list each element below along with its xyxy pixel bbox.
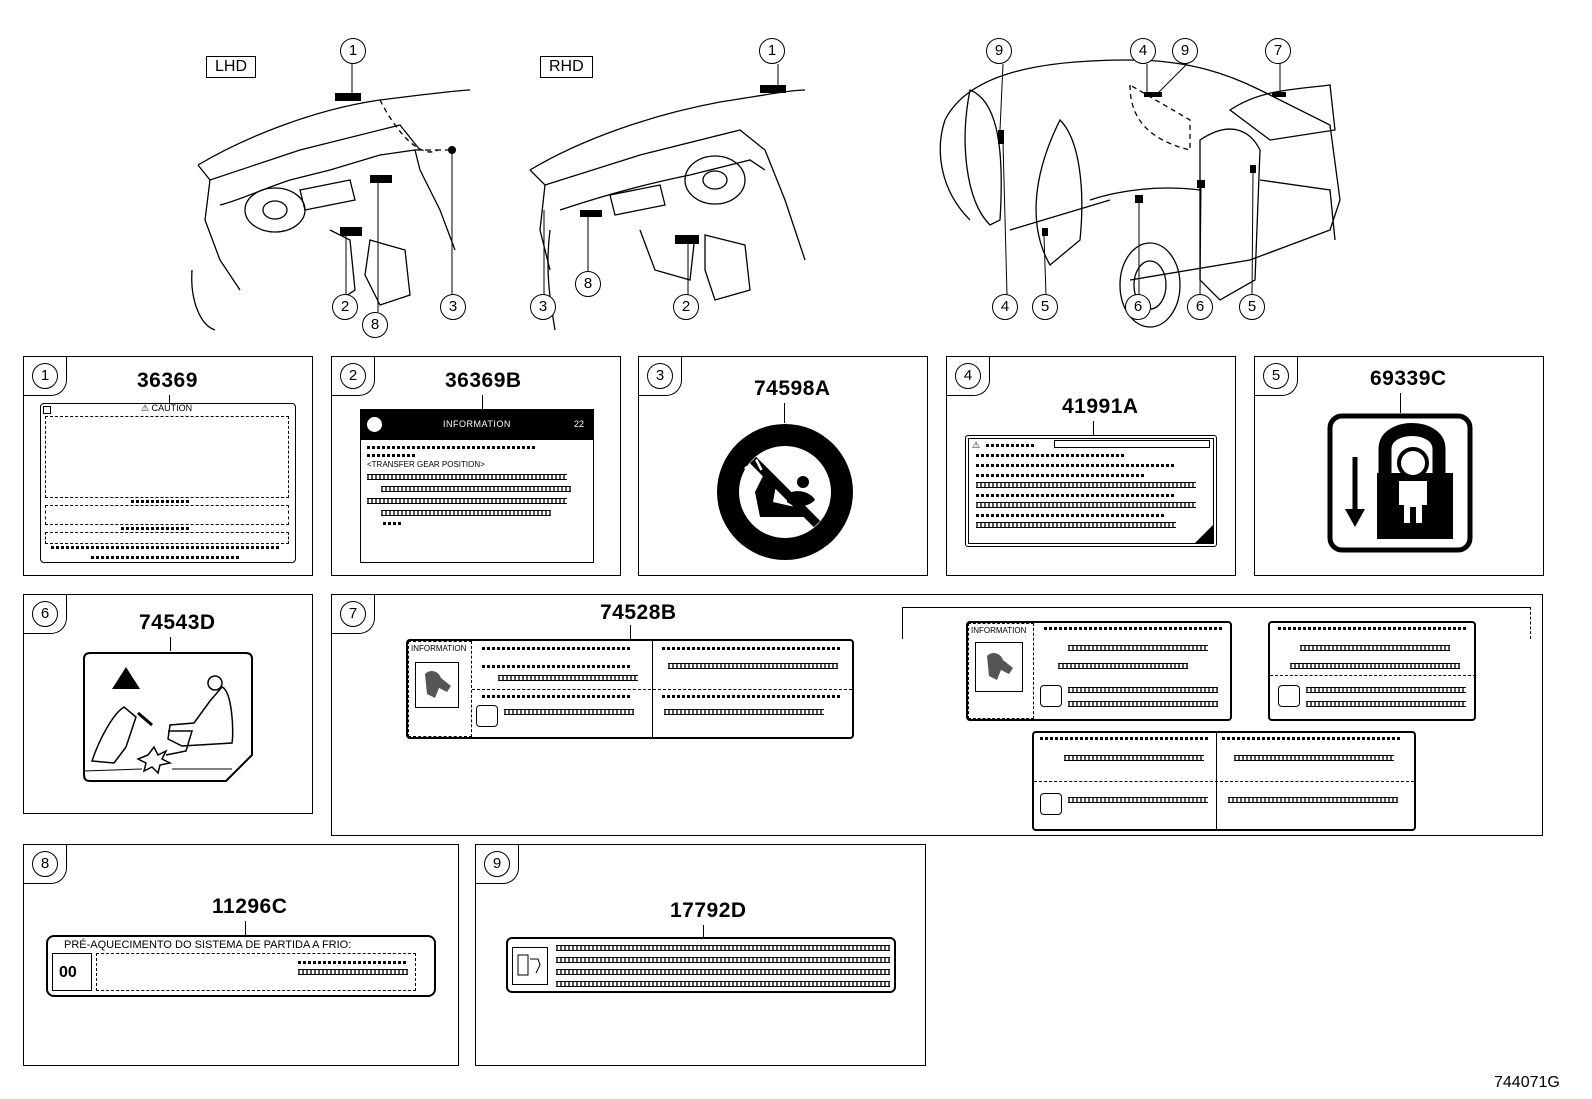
panel-4-tab: 4 [947, 357, 990, 396]
warning-label-41991a: ⚠ [965, 435, 1217, 547]
rear-callout-4a: 4 [1130, 38, 1156, 64]
rhd-callout-3: 3 [530, 294, 556, 320]
airbag-badge-text: AIRBAG [739, 449, 829, 483]
panel-9: 9 17792D [475, 844, 926, 1066]
panel-8-tab: 8 [24, 845, 67, 884]
caution-label: ⚠ CAUTION [40, 403, 296, 563]
panel-6-part-number: 74543D [139, 611, 216, 634]
lhd-callout-3: 3 [440, 294, 466, 320]
airbag-warning-badge [717, 424, 853, 560]
panel-1-number: 1 [32, 363, 58, 389]
transfer-gear-line: <TRANSFER GEAR POSITION> [367, 460, 485, 469]
cold-start-label: PRÉ-AQUECIMENTO DO SISTEMA DE PARTIDA A … [46, 935, 436, 997]
main-information-tag: INFORMATION [411, 644, 467, 653]
panel-6-tab: 6 [24, 595, 67, 634]
caution-heading: ⚠ CAUTION [141, 403, 193, 413]
panel-3-tab: 3 [639, 357, 682, 396]
panel-1-tab: 1 [24, 357, 67, 396]
panel-9-number: 9 [484, 851, 510, 877]
lhd-tag: LHD [206, 56, 257, 78]
vehicle-rear-illustration [939, 59, 1341, 328]
information-header-number: 22 [574, 419, 585, 429]
lhd-view: LHD 1 2 8 3 [180, 30, 480, 340]
lhd-callout-8: 8 [362, 312, 388, 338]
tailgate-label-variant-c [1032, 731, 1416, 831]
seat-warning-label [83, 652, 253, 782]
rear-callout-4b: 4 [992, 294, 1018, 320]
panel-4-part-number: 41991A [1062, 395, 1139, 418]
panel-5-number: 5 [1263, 363, 1289, 389]
figure-id: 744071G [1494, 1074, 1560, 1091]
rhd-view: RHD 1 3 8 2 [520, 30, 830, 340]
rhd-callout-1: 1 [759, 38, 785, 64]
variant-information-tag: INFORMATION [971, 626, 1027, 635]
child-lock-icon [1327, 413, 1473, 553]
information-header: INFORMATION [443, 419, 511, 429]
rhd-callout-8: 8 [575, 271, 601, 297]
rhd-tag: RHD [540, 56, 593, 78]
information-label: INFORMATION 22 <TRANSFER GEAR POSITION> [360, 409, 594, 563]
lhd-callout-1: 1 [340, 38, 366, 64]
panel-9-part-number: 17792D [670, 899, 747, 922]
rear-callout-7: 7 [1265, 38, 1291, 64]
panel-8-part-number: 11296C [212, 895, 288, 918]
panel-8-number: 8 [32, 851, 58, 877]
panel-2-tab: 2 [332, 357, 375, 396]
rear-callout-6b: 6 [1187, 294, 1213, 320]
panel-2: 2 36369B INFORMATION 22 <TRANSFER GEAR P… [331, 356, 621, 576]
panel-5-part-number: 69339C [1370, 367, 1447, 390]
glow-plug-icon: 00 [59, 964, 77, 981]
panel-8: 8 11296C PRÉ-AQUECIMENTO DO SISTEMA DE P… [23, 844, 459, 1066]
panel-7: 7 74528B INFORMATION INFORMATION [331, 594, 1543, 836]
cold-start-title: PRÉ-AQUECIMENTO DO SISTEMA DE PARTIDA A … [64, 939, 352, 951]
panel-6-number: 6 [32, 601, 58, 627]
fuel-label-17792d [506, 937, 896, 993]
panel-7-tab: 7 [332, 595, 375, 634]
panel-2-part-number: 36369B [445, 369, 522, 392]
panel-5-tab: 5 [1255, 357, 1298, 396]
lhd-dashboard-illustration [191, 64, 471, 331]
panel-1-part-number: 36369 [137, 369, 198, 392]
panel-6: 6 74543D [23, 594, 313, 814]
rear-callout-5a: 5 [1032, 294, 1058, 320]
svg-text:AIRBAG: AIRBAG [739, 449, 829, 483]
panel-5: 5 69339C [1254, 356, 1544, 576]
rear-callout-5b: 5 [1239, 294, 1265, 320]
panel-3-number: 3 [647, 363, 673, 389]
rear-callout-9b: 9 [1172, 38, 1198, 64]
rhd-dashboard-illustration [529, 64, 806, 331]
rear-view: 9 4 9 7 4 5 6 6 5 [930, 30, 1350, 340]
rear-callout-9a: 9 [986, 38, 1012, 64]
rhd-callout-2: 2 [673, 294, 699, 320]
panel-2-number: 2 [340, 363, 366, 389]
panel-4-number: 4 [955, 363, 981, 389]
panel-3-part-number: 74598A [754, 377, 831, 400]
panel-9-tab: 9 [476, 845, 519, 884]
panel-7-part-number: 74528B [600, 601, 677, 624]
panel-7-number: 7 [340, 601, 366, 627]
panel-4: 4 41991A ⚠ [946, 356, 1236, 576]
panel-1: 1 36369 ⚠ CAUTION [23, 356, 313, 576]
tailgate-label-main: INFORMATION [406, 639, 854, 739]
lhd-callout-2: 2 [332, 294, 358, 320]
tailgate-label-variant-b [1268, 621, 1476, 721]
rear-callout-6a: 6 [1125, 294, 1151, 320]
tailgate-label-variant-a: INFORMATION [966, 621, 1232, 721]
panel-3: 3 74598A AIRBAG [638, 356, 928, 576]
